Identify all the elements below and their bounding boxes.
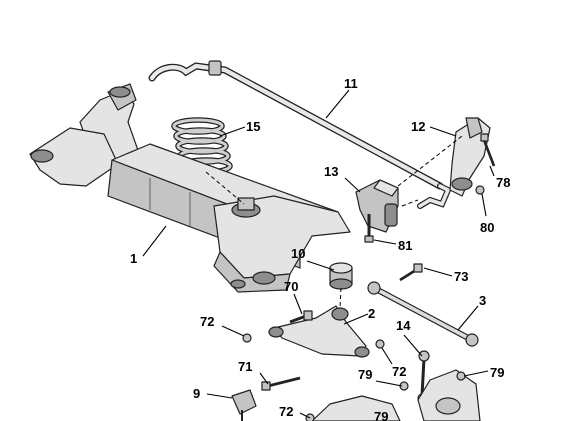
callout-72c: 72: [279, 404, 293, 419]
callout-9: 9: [193, 386, 200, 401]
callout-13: 13: [324, 164, 338, 179]
callout-79a: 79: [358, 367, 372, 382]
bolt-70: [289, 310, 313, 324]
callout-72a: 72: [200, 314, 214, 329]
anti-roll-bar: [148, 60, 452, 209]
callout-80: 80: [480, 220, 494, 235]
callout-11: 11: [344, 76, 358, 91]
lower-arm: [311, 395, 401, 421]
callout-81: 81: [398, 238, 412, 253]
upright-nut: [475, 185, 485, 195]
callout-79c: 79: [490, 365, 504, 380]
callout-12: 12: [411, 119, 425, 134]
wishbone-arm: [268, 305, 370, 358]
callout-1: 1: [130, 251, 137, 266]
callout-73: 73: [454, 269, 468, 284]
callout-70: 70: [284, 279, 298, 294]
nut-72b: [375, 339, 385, 349]
callout-labels: 1 2 3 9 10 11 12 13 14 15 70 71 72 72 72…: [130, 76, 510, 421]
lower-knuckle: [417, 369, 481, 421]
hub-upright: [449, 117, 491, 197]
bracket-bolt: [364, 214, 374, 243]
callout-2: 2: [368, 306, 375, 321]
nut-79a: [456, 371, 466, 381]
bush: [329, 262, 353, 290]
small-bracket: [231, 389, 257, 421]
callout-10: 10: [291, 246, 305, 261]
bolt-73: [399, 263, 423, 282]
callout-78: 78: [496, 175, 510, 190]
nut-72a: [242, 333, 252, 343]
callout-3: 3: [479, 293, 486, 308]
leader-lines: [142, 89, 495, 419]
callout-72b: 72: [392, 364, 406, 379]
callout-15: 15: [246, 119, 260, 134]
callout-14: 14: [396, 318, 411, 333]
callout-71: 71: [238, 359, 252, 374]
callout-79b: 79: [374, 409, 388, 421]
link-rod: [367, 281, 479, 347]
subframe: [29, 83, 351, 293]
bracket: [355, 179, 399, 233]
upright-bolt: [480, 133, 496, 167]
